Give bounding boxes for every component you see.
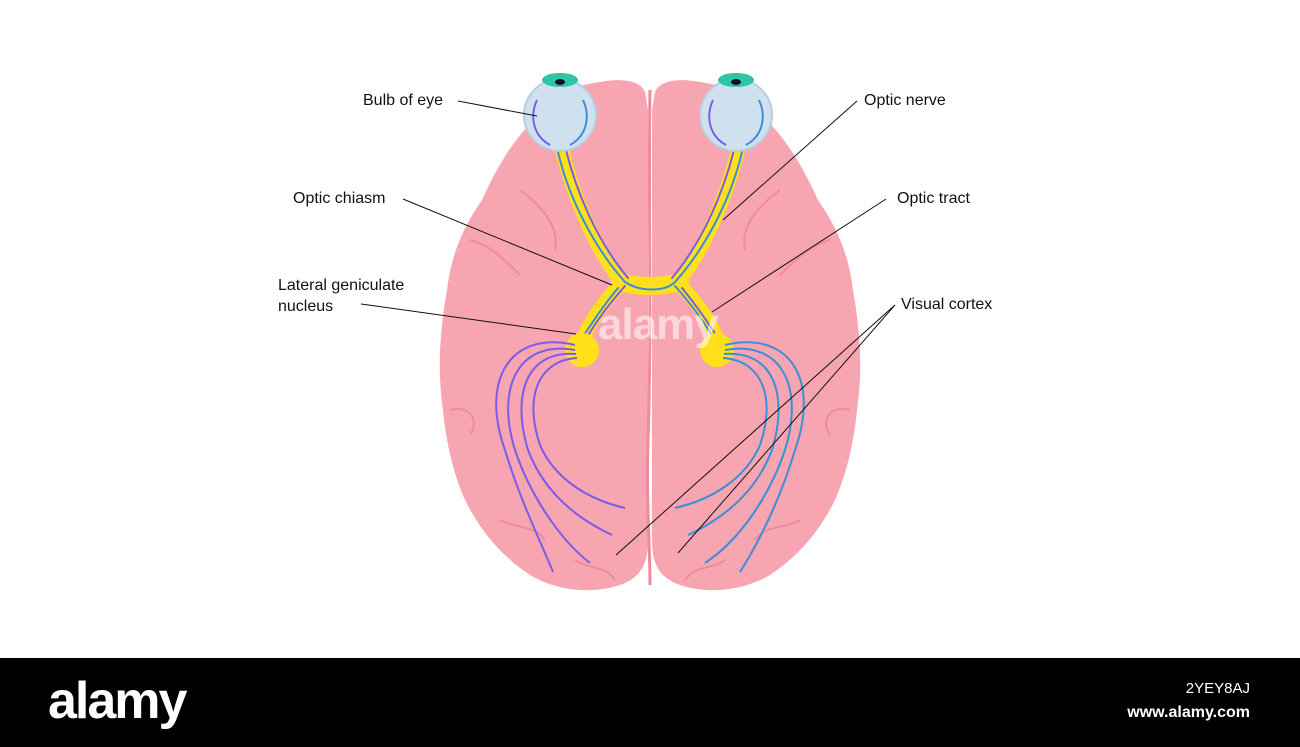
right-eye [699, 73, 773, 152]
label-bulb-of-eye: Bulb of eye [363, 92, 444, 109]
leader-chiasm [402, 198, 613, 286]
visual-pathway-diagram [360, 73, 896, 591]
left-optic-nerve [555, 143, 627, 287]
leader-cortex-1 [615, 304, 896, 556]
brain-folds [449, 189, 851, 581]
leader-nerve [722, 100, 858, 221]
label-visual-cortex: Visual cortex [901, 296, 993, 313]
leader-bulb [457, 100, 538, 117]
label-optic-nerve: Optic nerve [864, 92, 946, 109]
right-optic-nerve [673, 143, 745, 287]
left-eye [523, 73, 597, 152]
right-optic-radiation [674, 341, 805, 573]
left-optic-radiation [495, 341, 626, 573]
leader-lines [360, 100, 896, 556]
footer-brand-logo: alamy [48, 672, 187, 730]
left-hemisphere [439, 80, 648, 591]
footer-site-url[interactable]: www.alamy.com [1127, 704, 1250, 721]
footer-image-id: 2YEY8AJ [1185, 680, 1250, 697]
right-hemisphere [652, 80, 861, 591]
label-lateral-geniculate-nucleus: Lateral geniculate nucleus [278, 277, 405, 315]
leader-tract [711, 198, 887, 313]
footer-bar: alamy 2YEY8AJ www.alamy.com [0, 658, 1300, 747]
label-optic-tract: Optic tract [897, 190, 970, 207]
leader-cortex-2 [677, 304, 896, 554]
label-optic-chiasm: Optic chiasm [293, 190, 386, 207]
longitudinal-fissure [645, 89, 652, 586]
leader-lgn [360, 303, 577, 335]
brain [439, 80, 861, 591]
watermark: alamy [598, 300, 719, 349]
